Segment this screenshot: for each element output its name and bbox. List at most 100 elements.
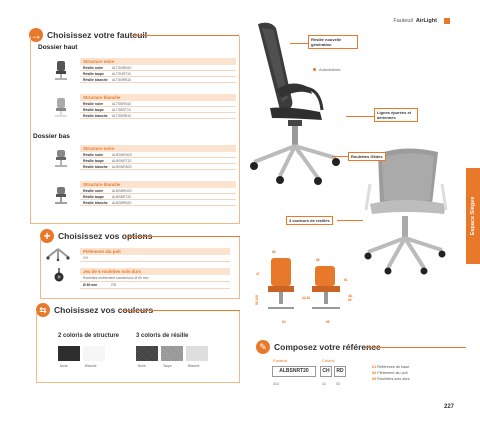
ref-bottom-right: 03 [336,382,340,386]
section-options-line [126,236,240,237]
dot-icon [313,68,316,71]
option-row: Roulettes revêtement caoutchouc Ø 60 mm [80,275,230,282]
callout-resille: Résille nouvelle génération [308,35,358,49]
swatch-resille-noire [136,346,158,361]
dim-value: 66 [326,320,330,324]
section-fauteuil-box [30,36,240,224]
swatch-structure-blanche [83,346,105,361]
table-header: Structure noire [80,58,236,65]
option-header: Jeu de 5 roulettes sols durs [80,268,230,275]
arrow-right-icon: → [29,28,43,42]
dossier-bas-title: Dossier bas [33,133,70,140]
swatch-structure-noire [58,346,80,361]
ref-bottom-left: A01 [273,382,280,386]
dim-value: 66 [272,250,276,254]
header-square [444,18,450,24]
caster-icon [54,268,64,282]
section-couleurs-line [122,310,240,311]
page-header: Fauteuil AirLight [393,18,450,24]
callout-roulettes: Roulettes Glides [348,152,386,161]
legend-item: 01 Référence de base [372,365,410,369]
option-roulettes: Jeu de 5 roulettes sols durs Roulettes r… [80,268,230,289]
callout-lignes: Lignes épurées et aériennes [374,108,418,122]
option-alu: Piètement alu poli CH [80,248,230,262]
dim-value: 48-60 [348,294,353,302]
section-fauteuil-line [132,35,239,36]
dimension-chair-front [268,258,294,309]
callout-line-resille [290,43,308,44]
option-header: Piètement alu poli [80,248,230,255]
swatch-label: Blanche [85,364,97,368]
callout-line-couleurs [337,220,363,221]
ref-opt2-box: RD [334,366,346,377]
chair-thumb-bas-noire [55,150,67,167]
swap-icon: ⇆ [36,303,50,317]
legend-item: 02 Piètement alu poli [372,371,408,375]
dim-value: 47 [256,272,260,276]
ref-opt1-box: CH [320,366,332,377]
table-header: Structure blanche [80,94,236,101]
section-reference-title: Composez votre référence [274,342,381,352]
page-number: 227 [443,404,454,410]
chair-low-back-illustration [364,148,448,275]
ref-label-coloris: Coloris [322,358,335,363]
callout-line-roulettes [332,156,348,157]
header-category: Fauteuil [393,18,413,24]
section-reference-line [366,347,466,348]
plus-icon: + [40,229,54,243]
chair-high-back-illustration [250,22,340,185]
dossier-haut-title: Dossier haut [38,44,78,51]
dim-value: 44-54 [302,296,311,300]
ref-label-fauteuil: Fauteuil [273,358,288,363]
swatch-label: Blanche [188,364,200,368]
dim-value: 86 [316,258,320,262]
dim-value: 64 [282,320,286,324]
base-alu-icon [46,248,70,261]
legend-item: 03 Roulettes sols durs [372,377,410,381]
swatch-resille-blanche [186,346,208,361]
option-row: CH [80,255,230,262]
couleurs-structure-title: 2 coloris de structure [58,333,120,339]
section-couleurs-title: Choisissez vos couleurs [54,305,154,315]
swatch-label: Noire [60,364,68,368]
dimension-diagram: 99-106 47 44-54 66 61 48-60 86 64 66 [254,250,354,330]
section-reference-head: ✎ Composez votre référence [256,340,381,354]
dim-value: 99-106 [254,295,259,305]
dim-value: 61 [344,278,348,282]
swatch-label: Taupe [163,364,172,368]
side-tab[interactable]: Espace Sièges [466,168,480,264]
section-options-title: Choisissez vos options [58,231,153,241]
table-header: Structure blanche [80,181,236,188]
section-couleurs-head: ⇆ Choisissez vos couleurs [36,303,153,317]
pencil-icon: ✎ [256,340,270,354]
option-row: Ø 60 mm RD [80,282,230,289]
section-fauteuil-title: Choisissez votre fauteuil [47,30,148,40]
ref-code-box: ALBSNRT20 [272,366,316,377]
callout-couleurs-resille: 3 couleurs de résilles [286,216,333,225]
couleurs-resille-title: 3 coloris de résille [136,333,189,339]
dimension-chair-side [312,266,340,309]
callout-line-lignes [346,116,374,117]
section-options-head: + Choisissez vos options [40,229,152,243]
chair-thumb-haut-noire [55,61,67,80]
swatch-label: Noire [138,364,146,368]
side-tab-label: Espace Sièges [470,196,476,236]
section-fauteuil-head: → Choisissez votre fauteuil [29,28,147,42]
ref-bottom-mid: 02 [322,382,326,386]
table-header: Structure noire [80,145,236,152]
section-couleurs-box [36,311,240,383]
